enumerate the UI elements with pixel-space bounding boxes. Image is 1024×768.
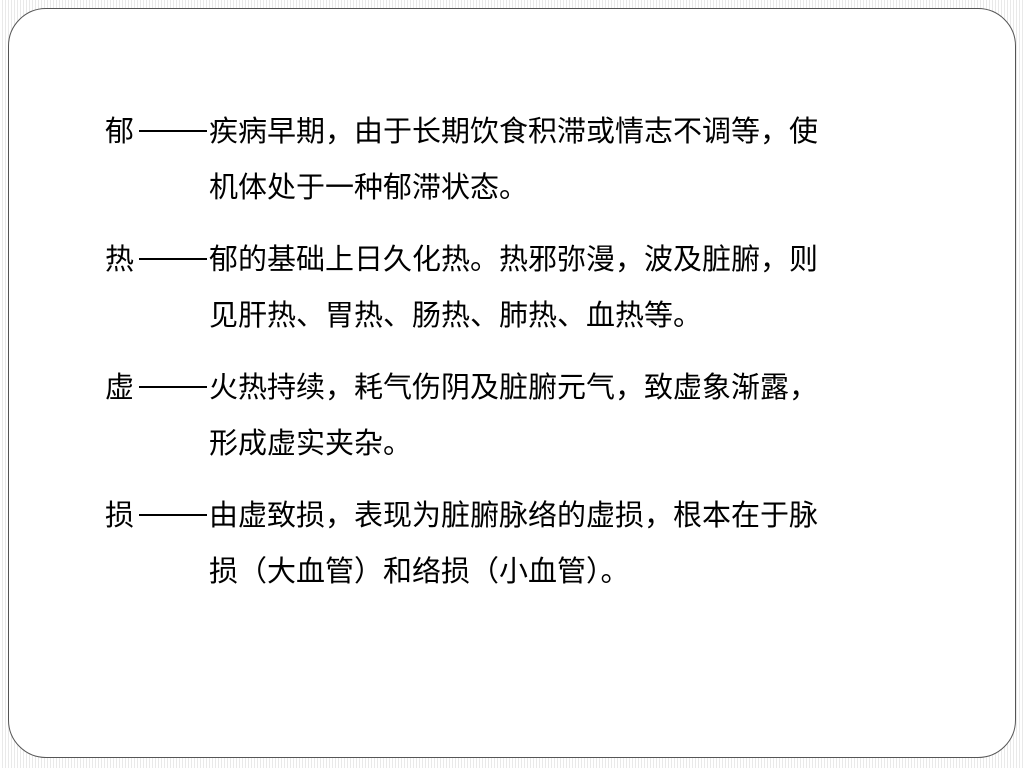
em-dash [139,258,207,260]
entry-term: 损 [105,498,135,532]
entry-first-line: 热 郁的基础上日久化热。热邪弥漫，波及脏腑，则 [105,231,945,287]
entry-term: 虚 [105,370,135,404]
entry-description: 郁的基础上日久化热。热邪弥漫，波及脏腑，则 [209,242,819,276]
entry-continuation-line: 损（大血管）和络损（小血管）。 [105,543,945,599]
em-dash [139,514,207,516]
entry-description: 由虚致损，表现为脏腑脉络的虚损，根本在于脉 [209,498,819,532]
entry-description: 形成虚实夹杂。 [209,426,413,460]
entry-sun: 损 由虚致损，表现为脏腑脉络的虚损，根本在于脉 损（大血管）和络损（小血管）。 [105,487,945,599]
em-dash [139,130,207,132]
entry-re: 热 郁的基础上日久化热。热邪弥漫，波及脏腑，则 见肝热、胃热、肠热、肺热、血热等… [105,231,945,343]
entry-first-line: 郁 疾病早期，由于长期饮食积滞或情志不调等，使 [105,103,945,159]
entry-description: 疾病早期，由于长期饮食积滞或情志不调等，使 [209,114,819,148]
entry-first-line: 虚 火热持续，耗气伤阴及脏腑元气，致虚象渐露， [105,359,945,415]
slide-content: 郁 疾病早期，由于长期饮食积滞或情志不调等，使 机体处于一种郁滞状态。 热 郁的… [105,103,945,615]
entry-xu: 虚 火热持续，耗气伤阴及脏腑元气，致虚象渐露， 形成虚实夹杂。 [105,359,945,471]
slide-frame: 郁 疾病早期，由于长期饮食积滞或情志不调等，使 机体处于一种郁滞状态。 热 郁的… [8,8,1016,758]
entry-description: 损（大血管）和络损（小血管）。 [209,554,630,588]
entry-first-line: 损 由虚致损，表现为脏腑脉络的虚损，根本在于脉 [105,487,945,543]
entry-continuation-line: 形成虚实夹杂。 [105,415,945,471]
em-dash [139,386,207,388]
entry-term: 热 [105,242,135,276]
entry-description: 机体处于一种郁滞状态。 [209,170,529,204]
entry-term: 郁 [105,114,135,148]
entry-continuation-line: 机体处于一种郁滞状态。 [105,159,945,215]
entry-description: 见肝热、胃热、肠热、肺热、血热等。 [209,298,703,332]
entry-description: 火热持续，耗气伤阴及脏腑元气，致虚象渐露， [209,370,819,404]
entry-continuation-line: 见肝热、胃热、肠热、肺热、血热等。 [105,287,945,343]
entry-yu: 郁 疾病早期，由于长期饮食积滞或情志不调等，使 机体处于一种郁滞状态。 [105,103,945,215]
